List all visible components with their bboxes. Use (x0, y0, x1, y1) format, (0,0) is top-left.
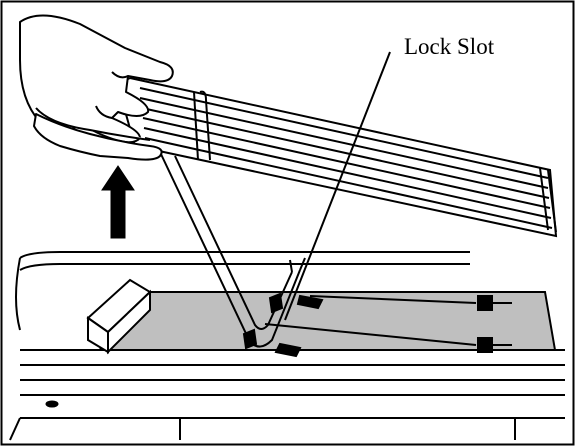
connector-icon (477, 337, 512, 353)
base-assembly (9, 251, 565, 441)
connector-icon (477, 295, 512, 311)
callout-leader-line (284, 51, 391, 321)
leader-lines (264, 295, 477, 346)
lock-slot-label: Lock Slot (404, 34, 495, 59)
lock-slot-clips (242, 292, 324, 358)
up-arrow-icon (101, 165, 135, 239)
left-block (86, 278, 152, 355)
hand-icon (19, 14, 174, 161)
mounting-hole (45, 400, 59, 408)
